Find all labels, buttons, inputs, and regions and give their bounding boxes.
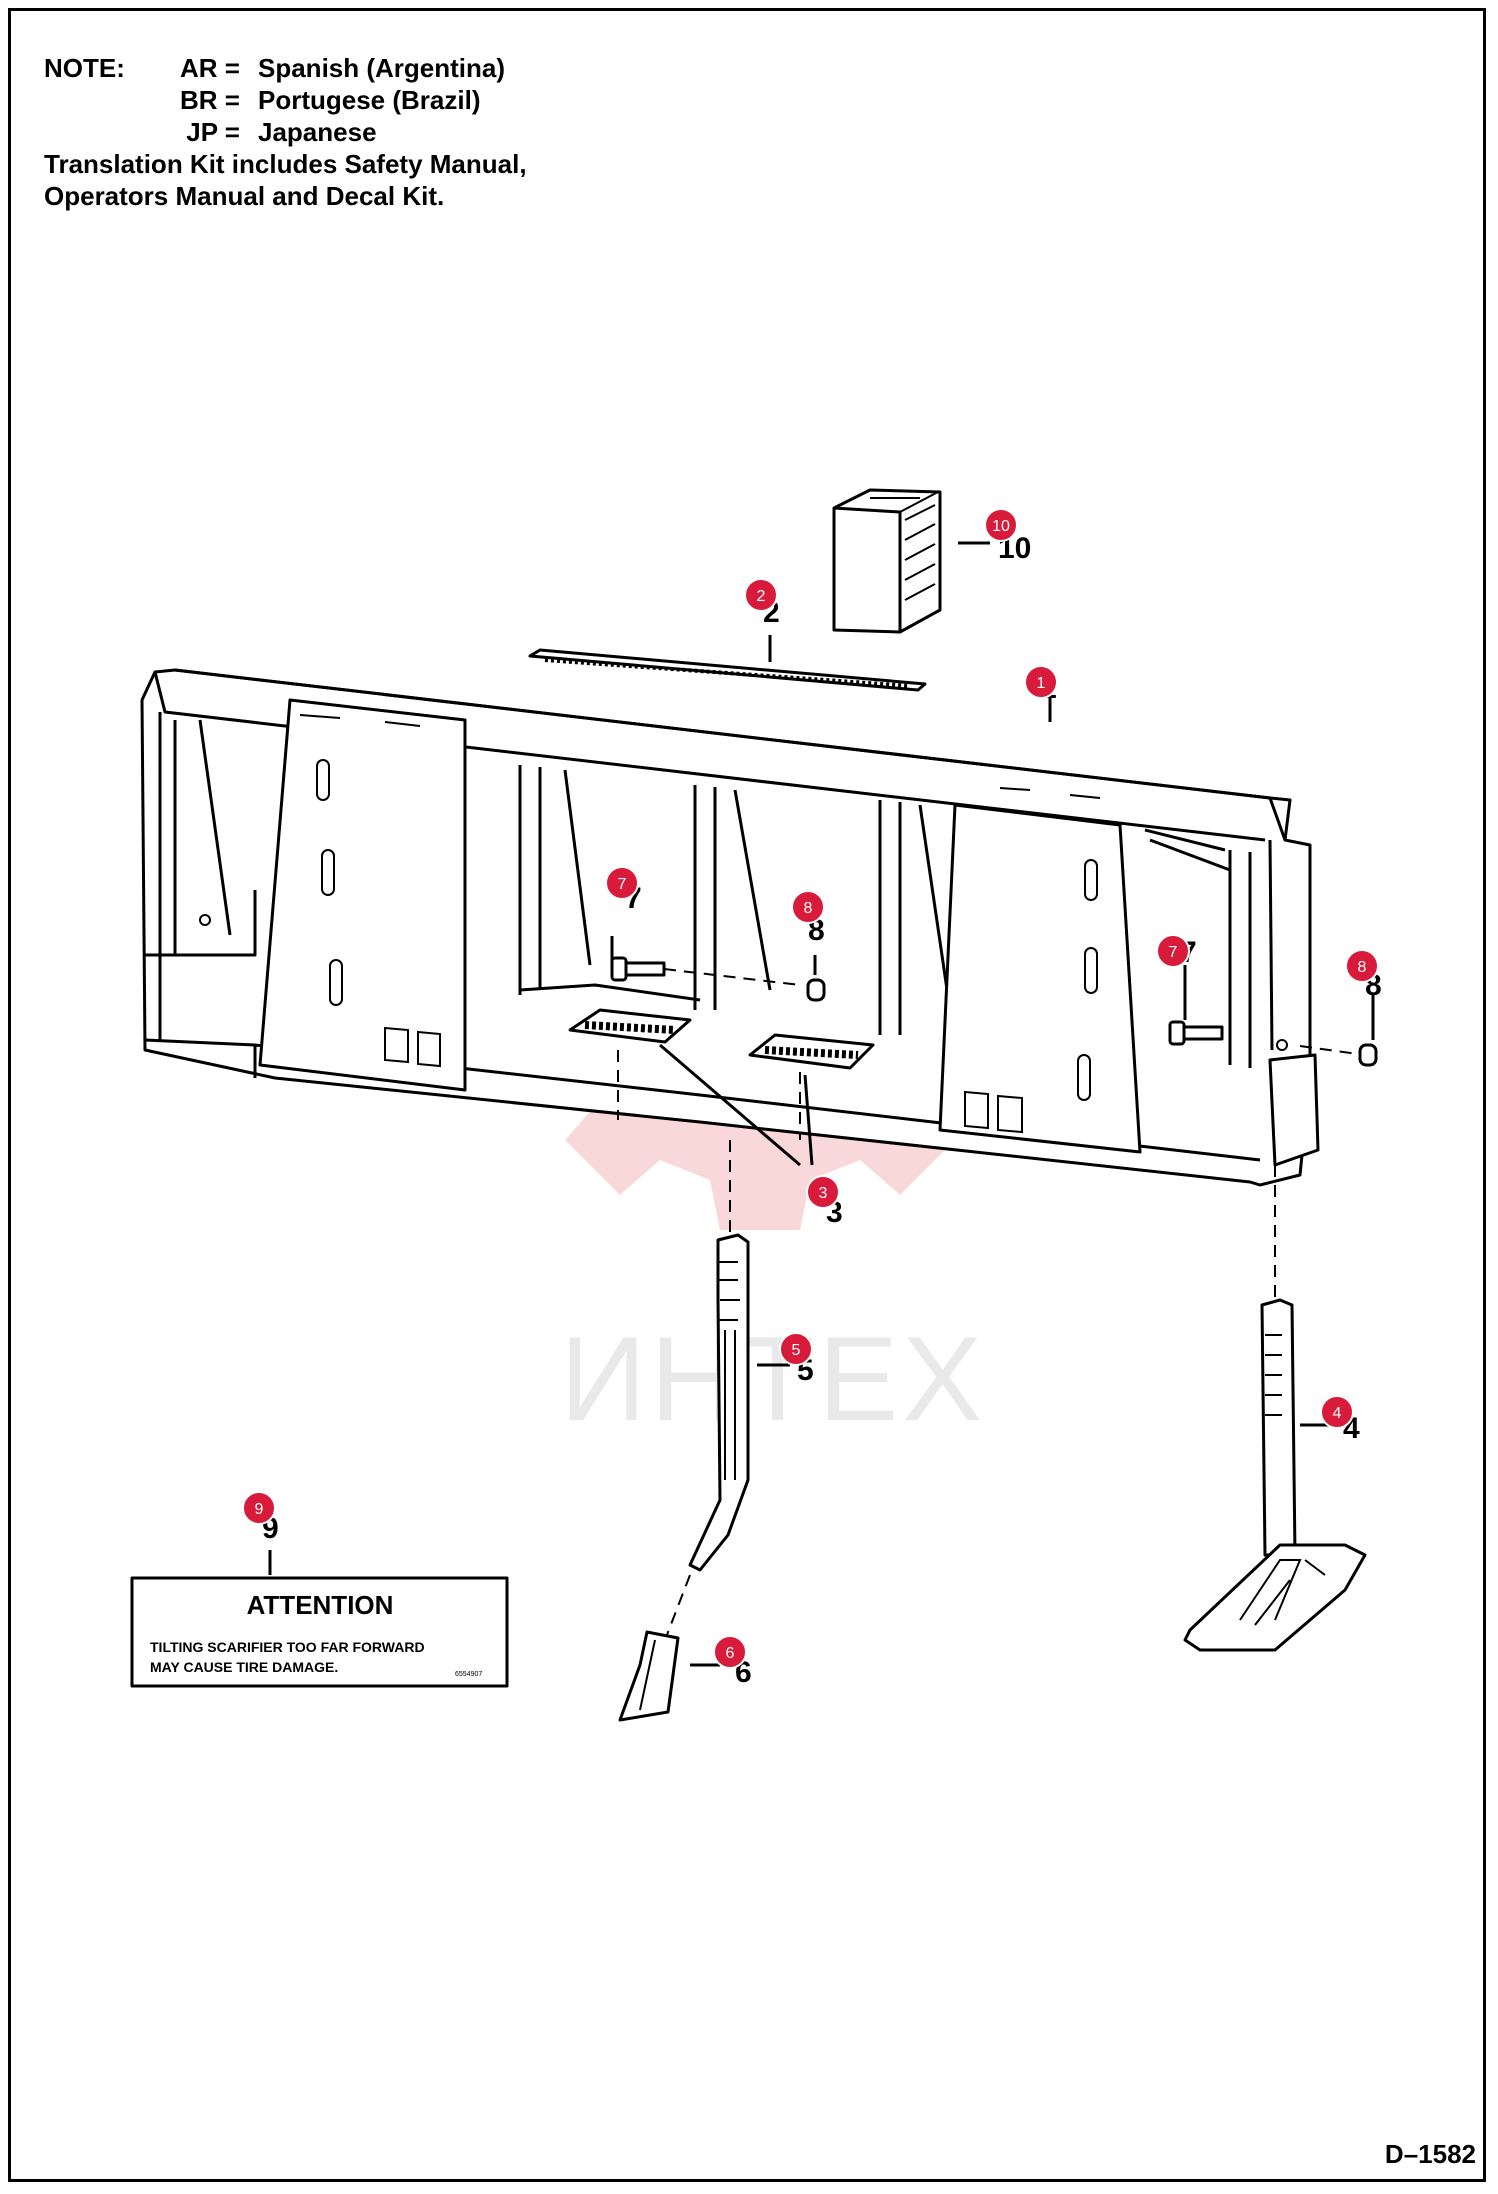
callout-6-label: 6	[726, 1645, 735, 1662]
note-label: NOTE:	[44, 53, 125, 83]
callout-10[interactable]: 10	[984, 508, 1018, 542]
figure-code: D–1582	[1384, 2139, 1476, 2169]
callout-2-label: 2	[757, 588, 766, 605]
shank-decals	[568, 1008, 875, 1167]
note-line-ar: NOTE: AR = Spanish (Argentina)	[44, 52, 527, 84]
note-kit-line-1: Translation Kit includes Safety Manual,	[44, 149, 527, 179]
note-abbr-br: BR =	[180, 85, 240, 115]
top-decal-strip	[528, 635, 927, 692]
callout-9-label: 9	[255, 1501, 264, 1518]
callout-7-right[interactable]: 7	[1156, 934, 1190, 968]
bolt-right	[1168, 965, 1224, 1046]
callout-9[interactable]: 9	[242, 1491, 276, 1525]
decal-line-1: TILTING SCARIFIER TOO FAR FORWARD	[150, 1639, 425, 1655]
depth-gauge-stand	[1183, 1165, 1367, 1652]
note-kit-line-2: Operators Manual and Decal Kit.	[44, 181, 445, 211]
note-lang-br: Portugese (Brazil)	[258, 85, 481, 115]
attention-decal: ATTENTION TILTING SCARIFIER TOO FAR FORW…	[130, 1550, 509, 1688]
callout-7-left[interactable]: 7	[605, 866, 639, 900]
callout-2[interactable]: 2	[744, 578, 778, 612]
decal-part-code: 6554907	[455, 1671, 482, 1678]
translation-note: NOTE: AR = Spanish (Argentina) BR = Port…	[44, 52, 527, 212]
drawing-border	[8, 8, 1486, 2182]
note-line-br: BR = Portugese (Brazil)	[44, 84, 527, 116]
nut-right	[1299, 995, 1378, 1067]
callout-8-left-label: 8	[804, 900, 813, 917]
callout-4-label: 4	[1333, 1405, 1342, 1422]
scarifier-tooth	[618, 1630, 720, 1722]
note-line-jp: JP = Japanese	[44, 116, 527, 148]
scarifier-frame	[140, 668, 1320, 1187]
bolt-left	[610, 936, 801, 986]
callout-8-right-label: 8	[1358, 959, 1367, 976]
callout-1-label: 1	[1037, 675, 1046, 692]
watermark-text: ИНТЕХ	[560, 1312, 986, 1446]
nut-left	[806, 955, 826, 1002]
note-lang-ar: Spanish (Argentina)	[258, 53, 506, 83]
callout-5[interactable]: 5	[779, 1332, 813, 1366]
callout-3[interactable]: 3	[806, 1175, 840, 1209]
translation-kit-box	[832, 488, 990, 634]
callout-10-label: 10	[992, 518, 1010, 535]
scarifier-shank	[664, 1140, 790, 1641]
note-lang-jp: Japanese	[258, 117, 377, 147]
callout-8-right[interactable]: 8	[1345, 949, 1379, 983]
callout-7-right-label: 7	[1169, 944, 1178, 961]
callout-6[interactable]: 6	[713, 1635, 747, 1669]
callout-7-left-label: 7	[618, 876, 627, 893]
callout-1[interactable]: 1	[1024, 665, 1058, 699]
callout-4[interactable]: 4	[1320, 1395, 1354, 1429]
decal-title: ATTENTION	[247, 1590, 394, 1620]
note-abbr-jp: JP =	[186, 117, 240, 147]
callout-3-label: 3	[819, 1185, 828, 1202]
note-abbr-ar: AR =	[180, 53, 240, 83]
callout-8-left[interactable]: 8	[791, 890, 825, 924]
decal-line-2: MAY CAUSE TIRE DAMAGE.	[150, 1659, 338, 1675]
callout-5-label: 5	[792, 1342, 801, 1359]
